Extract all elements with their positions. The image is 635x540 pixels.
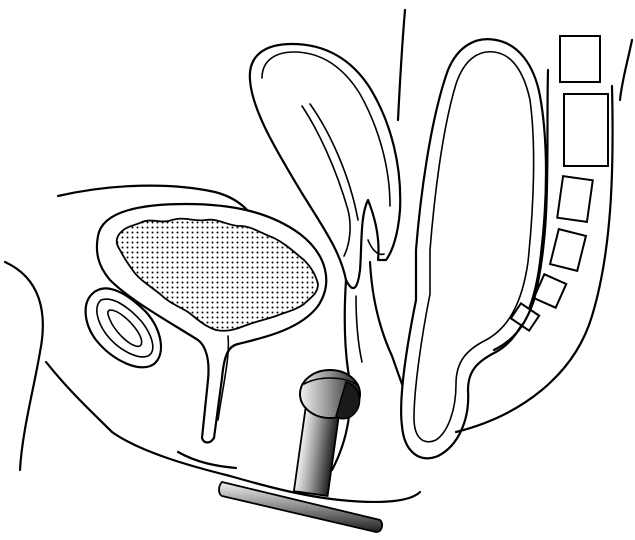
vertebra-4 xyxy=(550,229,586,271)
vertebra-3 xyxy=(557,176,593,222)
rectum xyxy=(401,39,546,458)
vertebra-2 xyxy=(564,94,608,166)
pessary-device xyxy=(219,370,382,532)
vertebra-1 xyxy=(560,36,600,82)
